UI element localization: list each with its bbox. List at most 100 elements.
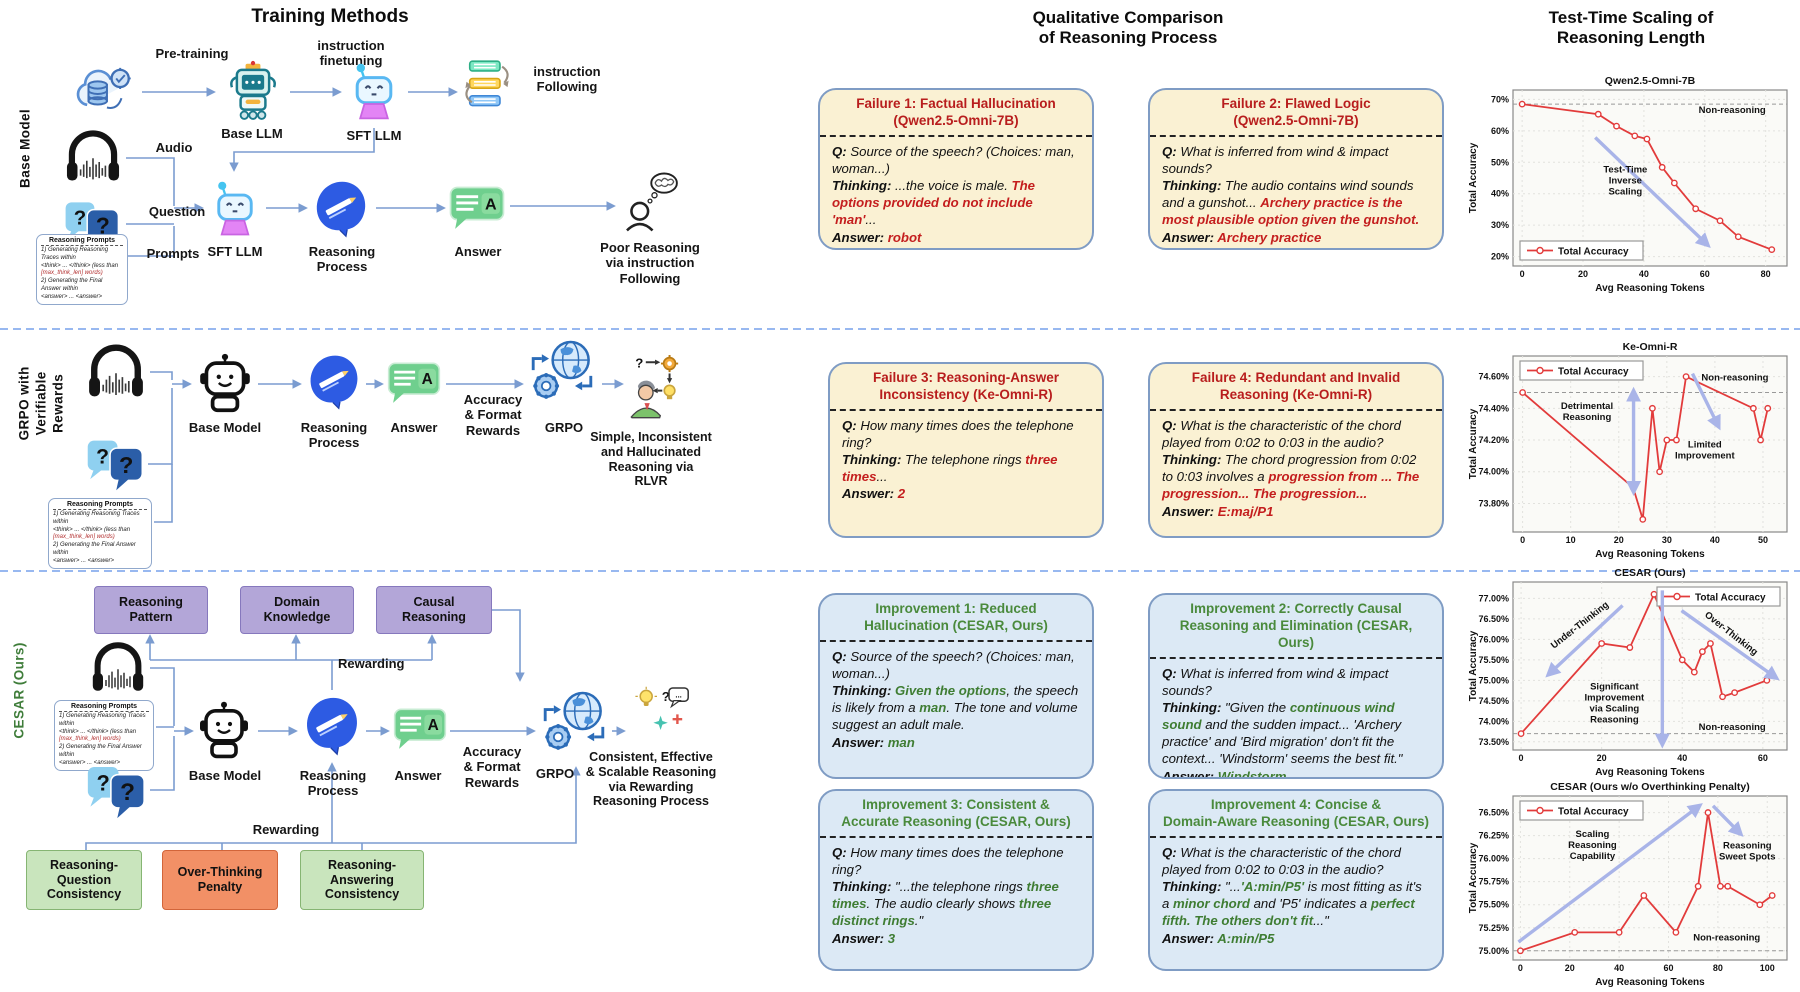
failure-4-title: Failure 4: Redundant and Invalid Reasoni…	[1150, 364, 1442, 411]
headphones-icon	[88, 638, 148, 698]
svg-text:60%: 60%	[1491, 126, 1509, 136]
failure-1-body: Q: Source of the speech? (Choices: man, …	[832, 143, 1075, 245]
row-label-cesar: CESAR (Ours)	[11, 642, 27, 739]
improvement-1-body: Q: Source of the speech? (Choices: man, …	[832, 648, 1079, 750]
svg-text:Total Accuracy: Total Accuracy	[1558, 367, 1629, 378]
svg-text:Avg Reasoning Tokens: Avg Reasoning Tokens	[1595, 283, 1705, 294]
svg-text:Total Accuracy: Total Accuracy	[1558, 247, 1629, 258]
base-model-label: Base Model	[188, 768, 262, 783]
svg-text:70%: 70%	[1491, 94, 1509, 104]
audio-label: Audio	[155, 140, 193, 155]
reasoning-prompts-title: Reasoning Prompts	[59, 703, 149, 712]
poor-reasoning-outcome-label: Poor Reasoning via instruction Following	[600, 240, 700, 286]
improvement-2-title: Improvement 2: Correctly Causal Reasonin…	[1150, 595, 1442, 659]
svg-text:76.25%: 76.25%	[1478, 831, 1509, 841]
causal-reasoning-box: Causal Reasoning	[376, 586, 492, 634]
failure-2-title: Failure 2: Flawed Logic (Qwen2.5-Omni-7B…	[1150, 90, 1442, 137]
svg-text:40: 40	[1639, 269, 1649, 279]
grpo-icon	[526, 336, 598, 410]
svg-text:74.40%: 74.40%	[1478, 403, 1509, 413]
reasoning-answering-consistency-box: Reasoning- Answering Consistency	[300, 850, 424, 910]
svg-text:Total Accuracy: Total Accuracy	[1468, 408, 1479, 479]
svg-text:Avg Reasoning Tokens: Avg Reasoning Tokens	[1595, 977, 1705, 988]
chart-cesar-no-penalty: 75.00%75.25%75.50%75.75%76.00%76.25%76.5…	[1468, 781, 1788, 988]
svg-text:Total Accuracy: Total Accuracy	[1695, 593, 1766, 604]
instruction-following-bars-icon	[460, 52, 514, 118]
svg-text:Total Accuracy: Total Accuracy	[1468, 142, 1479, 213]
svg-text:20: 20	[1565, 963, 1575, 973]
failure-3-body: Q: How many times does the telephone rin…	[842, 417, 1074, 502]
svg-text:73.80%: 73.80%	[1478, 498, 1509, 508]
reasoning-brain-icon	[300, 694, 364, 758]
improvement-4-body: Q: What is the characteristic of the cho…	[1162, 844, 1422, 946]
answer-label: Answer	[390, 420, 438, 435]
ideas-cluster-icon	[628, 682, 698, 742]
failure-1-title: Failure 1: Factual Hallucination (Qwen2.…	[820, 90, 1092, 137]
svg-text:0: 0	[1519, 753, 1524, 763]
svg-text:100: 100	[1760, 963, 1775, 973]
reasoning-prompts-box: Reasoning Prompts 1) Generating Reasonin…	[36, 234, 128, 305]
svg-text:30%: 30%	[1491, 220, 1509, 230]
reasoning-question-consistency-box: Reasoning- Question Consistency	[26, 850, 142, 910]
reasoning-process-label: Reasoning Process	[300, 420, 368, 451]
failure-2-body: Q: What is inferred from wind & impact s…	[1162, 143, 1420, 245]
failure-3-box: Failure 3: Reasoning-Answer Inconsistenc…	[828, 362, 1104, 538]
answer-bubble-icon	[448, 184, 506, 230]
svg-text:50: 50	[1758, 535, 1768, 545]
reasoning-brain-icon	[304, 352, 364, 412]
svg-text:Non-reasoning: Non-reasoning	[1699, 722, 1766, 733]
reasoning-prompts-lines: 1) Generating Reasoning Traces within<th…	[41, 247, 119, 300]
svg-text:73.50%: 73.50%	[1478, 737, 1509, 747]
improvement-3-body: Q: How many times does the telephone rin…	[832, 844, 1064, 946]
reasoning-prompts-title: Reasoning Prompts	[41, 237, 123, 246]
reasoning-prompts-title: Reasoning Prompts	[53, 501, 147, 510]
rewarding-bottom-label: Rewarding	[252, 822, 320, 837]
base-model-label: Base Model	[188, 420, 262, 435]
sft-llm-robot-icon	[344, 58, 404, 126]
svg-text:74.20%: 74.20%	[1478, 435, 1509, 445]
svg-text:Total Accuracy: Total Accuracy	[1468, 842, 1479, 913]
instruction-finetuning-label: instruction finetuning	[317, 38, 385, 69]
svg-text:Non-reasoning: Non-reasoning	[1701, 373, 1768, 384]
headphones-icon	[84, 340, 148, 404]
svg-text:Non-reasoning: Non-reasoning	[1699, 105, 1766, 116]
answer-label: Answer	[454, 244, 502, 259]
svg-text:Total Accuracy: Total Accuracy	[1558, 807, 1629, 818]
improvement-2-box: Improvement 2: Correctly Causal Reasonin…	[1148, 593, 1444, 779]
base-model-robot-icon	[194, 350, 256, 416]
svg-text:Total Accuracy: Total Accuracy	[1468, 630, 1479, 701]
svg-text:Non-reasoning: Non-reasoning	[1693, 932, 1760, 943]
prompts-label: Prompts	[146, 246, 200, 261]
svg-text:75.50%: 75.50%	[1478, 900, 1509, 910]
svg-text:60: 60	[1700, 269, 1710, 279]
svg-text:77.00%: 77.00%	[1478, 593, 1509, 603]
reasoning-prompts-lines: 1) Generating Reasoning Traces within<th…	[53, 511, 140, 564]
failure-4-body: Q: What is the characteristic of the cho…	[1162, 417, 1420, 519]
column-title-qualitative: Qualitative Comparison of Reasoning Proc…	[1032, 8, 1224, 47]
svg-text:50%: 50%	[1491, 157, 1509, 167]
reasoning-process-label: Reasoning Process	[299, 768, 367, 799]
svg-text:40: 40	[1710, 535, 1720, 545]
svg-text:20: 20	[1578, 269, 1588, 279]
chart-cesar-ours: 73.50%74.00%74.50%75.00%75.50%76.00%76.5…	[1468, 567, 1788, 778]
headphones-icon	[62, 126, 124, 188]
svg-text:74.50%: 74.50%	[1478, 696, 1509, 706]
row-label-base-model: Base Model	[17, 108, 33, 188]
svg-text:74.60%: 74.60%	[1478, 372, 1509, 382]
failure-3-title: Failure 3: Reasoning-Answer Inconsistenc…	[830, 364, 1102, 411]
rlvr-outcome-label: Simple, Inconsistent and Hallucinated Re…	[590, 430, 712, 489]
svg-text:0: 0	[1520, 535, 1525, 545]
thinking-person-icon	[618, 164, 682, 238]
question-bubbles-icon	[84, 758, 148, 822]
grpo-label: GRPO	[544, 420, 584, 435]
improvement-2-body: Q: What is inferred from wind & impact s…	[1162, 665, 1403, 779]
svg-text:20%: 20%	[1491, 252, 1509, 262]
svg-text:Qwen2.5-Omni-7B: Qwen2.5-Omni-7B	[1605, 75, 1696, 87]
improvement-1-title: Improvement 1: Reduced Hallucination (CE…	[820, 595, 1092, 642]
answer-bubble-icon	[386, 360, 442, 404]
svg-text:0: 0	[1520, 269, 1525, 279]
improvement-3-box: Improvement 3: Consistent & Accurate Rea…	[818, 789, 1094, 971]
